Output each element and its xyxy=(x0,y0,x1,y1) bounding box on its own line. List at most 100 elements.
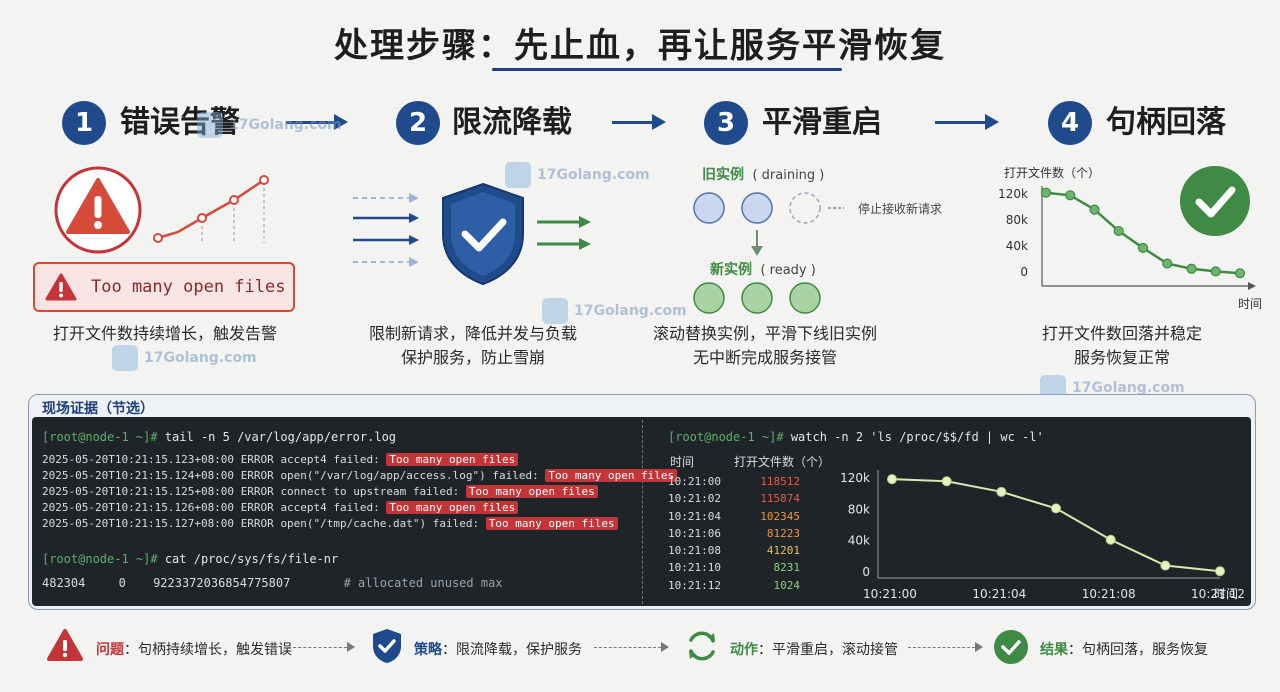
data-point xyxy=(1210,266,1221,277)
legend-arrow xyxy=(908,642,983,652)
step-2-caption: 限制新请求，降低并发与负载 保护服务，防止雪崩 xyxy=(345,322,601,370)
log-timestamp: 2025-05-20T10:21:15.123+08:00 xyxy=(42,453,235,466)
data-point xyxy=(1234,268,1246,279)
y-tick-label: 0 xyxy=(1020,265,1028,279)
log-level: ERROR xyxy=(240,453,274,466)
y-tick-label: 80k xyxy=(848,502,870,516)
alert-box: Too many open files xyxy=(33,262,295,312)
step-1-caption-line-1: 打开文件数持续增长，触发告警 xyxy=(52,324,277,343)
old-instance-title: 旧实例 xyxy=(702,167,744,183)
warning-triangle-icon xyxy=(47,629,83,661)
incoming-requests-arrows xyxy=(353,193,419,267)
watermark-text: 17Golang.com xyxy=(144,350,257,366)
step-4-caption: 打开文件数回落并稳定 服务恢复正常 xyxy=(1022,322,1222,370)
log-message: connect to upstream failed: xyxy=(280,485,460,498)
data-point xyxy=(1162,258,1173,269)
y-tick-label: 120k xyxy=(998,187,1028,201)
fd-table-row: 10:21:06 81223 xyxy=(668,525,800,542)
step-2-caption-line-1: 限制新请求，降低并发与负载 xyxy=(368,324,577,343)
log-message: accept4 failed: xyxy=(280,453,380,466)
new-instance-node xyxy=(741,282,773,314)
fd-table-header-time: 时间 xyxy=(670,455,695,469)
flow-arrow-2 xyxy=(612,114,666,130)
terminal-command-line: [root@node-1 ~]# tail -n 5 /var/log/app/… xyxy=(42,430,396,444)
alert-text: Too many open files xyxy=(91,277,286,297)
fd-row-time: 10:21:06 xyxy=(668,526,721,540)
title-underline xyxy=(492,68,842,71)
log-level: ERROR xyxy=(240,469,274,482)
legend-strategy-text: ：限流降载，保护服务 xyxy=(442,642,582,658)
legend-problem-text: ：句柄持续增长，触发错误 xyxy=(124,642,292,658)
log-line: 2025-05-20T10:21:15.123+08:00 ERROR acce… xyxy=(42,452,677,468)
terminal-divider xyxy=(642,420,643,604)
data-point xyxy=(941,476,952,487)
x-tick-label: 10:21:08 xyxy=(1082,587,1136,601)
outgoing-requests-arrows xyxy=(537,216,591,250)
transition-arrow-icon xyxy=(751,246,763,256)
watermark-text: 17Golang.com xyxy=(537,167,650,183)
watermark-logo-icon xyxy=(505,162,531,188)
new-instance-node xyxy=(693,282,725,314)
shell-command: watch -n 2 'ls /proc/$$/fd | wc -l' xyxy=(790,430,1044,444)
log-level: ERROR xyxy=(240,485,274,498)
step-3-visual xyxy=(693,192,844,314)
data-point xyxy=(1051,503,1061,514)
log-error-highlight: Too many open files xyxy=(545,469,678,482)
watermark-logo-icon xyxy=(197,112,223,138)
fd-row-time: 10:21:08 xyxy=(668,544,721,558)
new-instance-title: 新实例 xyxy=(710,262,752,278)
shell-command: cat /proc/sys/fs/file-nr xyxy=(164,552,339,566)
rising-trend-icon xyxy=(153,175,269,243)
log-message: accept4 failed: xyxy=(280,501,380,514)
step-3-caption-line-2: 无中断完成服务接管 xyxy=(692,348,837,367)
legend-result-key: 结果 xyxy=(1040,642,1068,658)
old-instance-label: 旧实例 ( draining ) xyxy=(702,164,824,184)
fd-row-count: 102345 xyxy=(760,509,800,523)
success-check-icon xyxy=(994,630,1028,664)
shell-prompt: [root@node-1 ~]# xyxy=(42,552,158,566)
y-tick-label: 120k xyxy=(840,471,870,485)
data-point xyxy=(1137,242,1149,254)
shell-prompt: [root@node-1 ~]# xyxy=(668,430,784,444)
flow-arrow-3 xyxy=(935,114,999,130)
file-nr-comment: # allocated unused max xyxy=(343,576,503,590)
step-3-caption: 滚动替换实例，平滑下线旧实例 无中断完成服务接管 xyxy=(640,322,890,370)
step-3-number: 3 xyxy=(704,101,748,145)
watermark-text: 17Golang.com xyxy=(574,303,687,319)
mini-chart-ylabel: 打开文件数（个） xyxy=(1004,166,1101,180)
data-point xyxy=(1040,187,1052,198)
watermark: 17Golang.com xyxy=(197,112,342,138)
log-error-highlight: Too many open files xyxy=(386,453,519,466)
step-4-title: 句柄回落 xyxy=(1106,105,1226,140)
log-line: 2025-05-20T10:21:15.126+08:00 ERROR acce… xyxy=(42,500,677,516)
log-message: open("/tmp/cache.dat") failed: xyxy=(280,517,480,530)
shield-check-icon xyxy=(442,182,524,286)
warning-triangle-icon xyxy=(45,273,77,301)
step-3-title: 平滑重启 xyxy=(762,105,882,140)
evidence-title: 现场证据（节选） xyxy=(42,401,154,417)
shell-command: tail -n 5 /var/log/app/error.log xyxy=(164,430,397,444)
step-3-caption-line-1: 滚动替换实例，平滑下线旧实例 xyxy=(652,324,877,343)
series-line xyxy=(891,478,1221,573)
old-instance-node xyxy=(693,192,725,224)
stop-accepting-label: 停止接收新请求 xyxy=(858,202,943,216)
page-title: 处理步骤：先止血，再让服务平滑恢复 xyxy=(334,26,946,66)
log-line: 2025-05-20T10:21:15.125+08:00 ERROR conn… xyxy=(42,484,677,500)
terminal-command-line: [root@node-1 ~]# watch -n 2 'ls /proc/$$… xyxy=(668,430,1044,444)
fd-row-count: 81223 xyxy=(766,526,800,540)
watermark-text: 17Golang.com xyxy=(229,117,342,133)
fd-row-count: 8231 xyxy=(773,561,801,575)
shell-prompt: [root@node-1 ~]# xyxy=(42,430,158,444)
file-nr-max: 9223372036854775807 xyxy=(153,576,291,590)
step-2-caption-line-2: 保护服务，防止雪崩 xyxy=(400,348,545,367)
x-tick-label: 10:21:04 xyxy=(972,587,1026,601)
fd-row-time: 10:21:00 xyxy=(668,475,721,488)
legend-action: 动作：平滑重启，滚动接管 xyxy=(730,639,898,659)
watermark: 17Golang.com xyxy=(1040,375,1185,401)
